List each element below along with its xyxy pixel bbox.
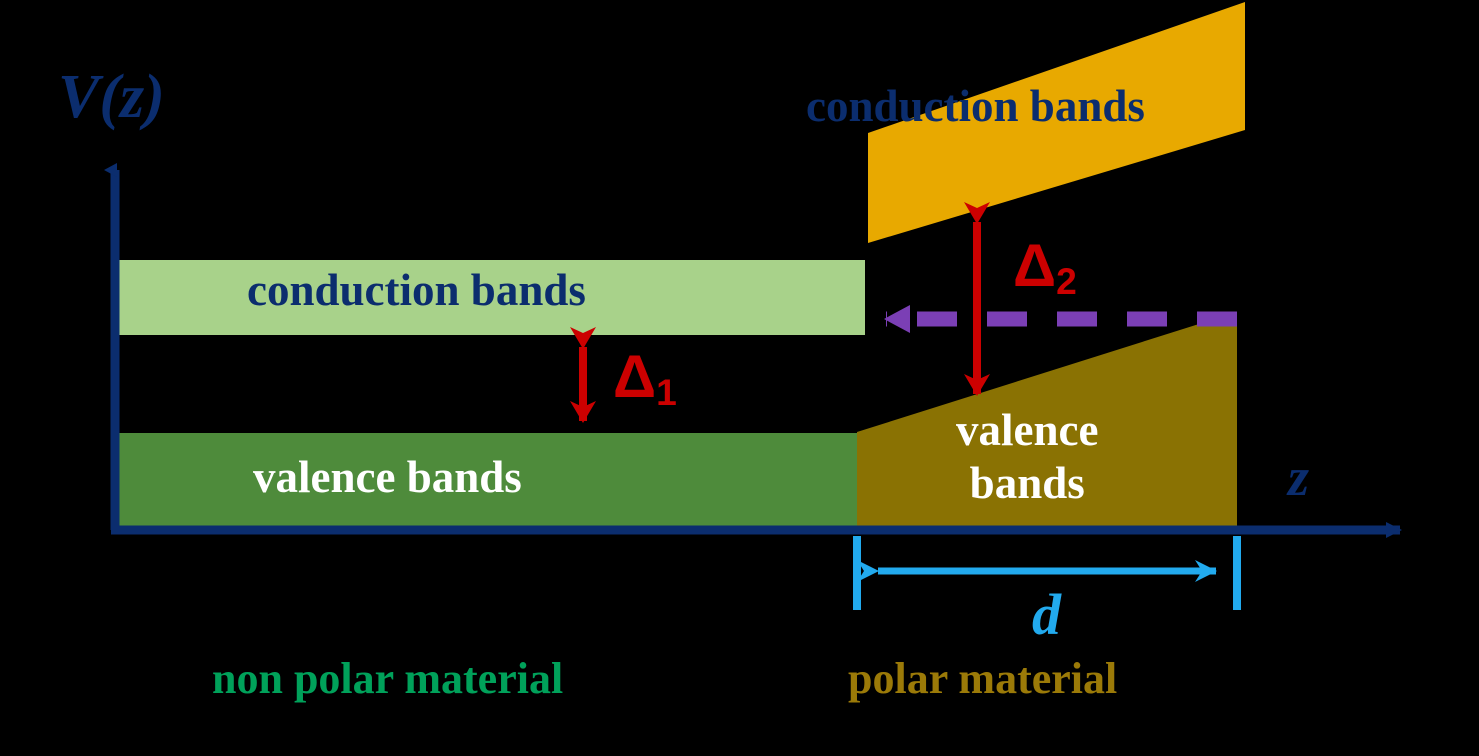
delta1-subscript: 1 — [656, 371, 677, 414]
valence-band-nonpolar-label: valence bands — [253, 452, 522, 502]
delta1-symbol: Δ — [613, 343, 657, 410]
polar-material-label: polar material — [848, 654, 1118, 703]
x-axis-label: z — [1288, 447, 1310, 507]
delta2-symbol: Δ — [1013, 232, 1057, 299]
delta2-label: Δ2 — [1013, 236, 1077, 300]
conduction-band-polar — [868, 2, 1245, 243]
conduction-band-polar-label: conduction bands — [806, 81, 1145, 131]
valence-band-polar-label: valence bands — [956, 404, 1098, 510]
valence-band-polar — [857, 312, 1237, 530]
delta2-subscript: 2 — [1056, 260, 1077, 303]
valence-band-nonpolar — [115, 433, 857, 530]
y-axis-label: V(z) — [58, 63, 165, 131]
delta1-label: Δ1 — [613, 347, 677, 411]
valence-band-polar-label-line1: valence — [956, 405, 1099, 455]
nonpolar-material-label: non polar material — [212, 654, 564, 703]
valence-band-polar-label-line2: bands — [969, 458, 1085, 509]
thickness-label: d — [1032, 582, 1061, 647]
conduction-band-nonpolar-label: conduction bands — [247, 265, 586, 315]
conduction-band-nonpolar — [115, 260, 865, 335]
